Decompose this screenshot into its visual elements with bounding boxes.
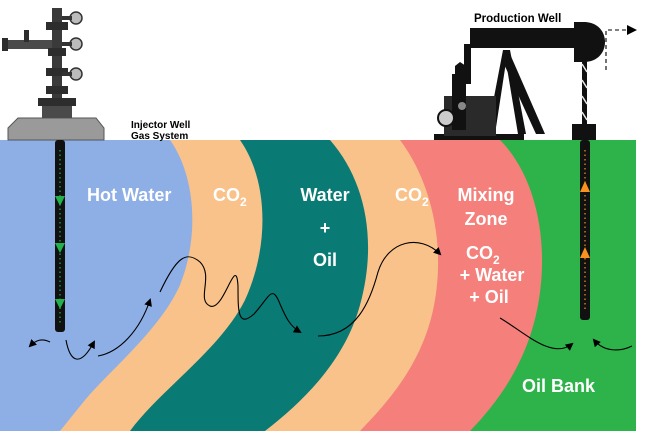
up-arrow-icon (580, 247, 590, 258)
production-well-pipe (580, 140, 590, 320)
co2-a-label: CO2 (213, 185, 247, 209)
pumpjack-icon (434, 22, 605, 140)
co2-b-label: CO2 (395, 185, 429, 209)
mixing-label: Mixing (458, 185, 515, 205)
flow-arrows (28, 241, 633, 360)
water-label: Water (300, 185, 349, 205)
oil-bank-label: Oil Bank (522, 376, 596, 396)
oil-label: Oil (313, 250, 337, 270)
injector-well-pipe (55, 140, 65, 332)
production-well-label: Production Well (474, 13, 561, 25)
zone-label: Zone (465, 209, 508, 229)
down-arrow-icon (55, 299, 65, 309)
plus-water-label: + Water (460, 265, 525, 285)
hot-water-zone (0, 140, 193, 431)
down-arrow-icon (55, 196, 65, 206)
injector-wellhead-icon (2, 8, 105, 141)
reservoir (0, 140, 636, 431)
co2-mix-label: CO2 (466, 243, 500, 267)
plus-label: + (320, 218, 331, 238)
hot-water-label: Hot Water (87, 185, 171, 205)
plus-oil-label: + Oil (469, 287, 509, 307)
down-arrow-icon (55, 243, 65, 253)
injector-well-label: Injector Well (131, 120, 190, 131)
up-arrow-icon (580, 181, 590, 192)
dashed-export-arrow-icon (605, 25, 637, 70)
gas-system-label: Gas System (131, 131, 188, 142)
